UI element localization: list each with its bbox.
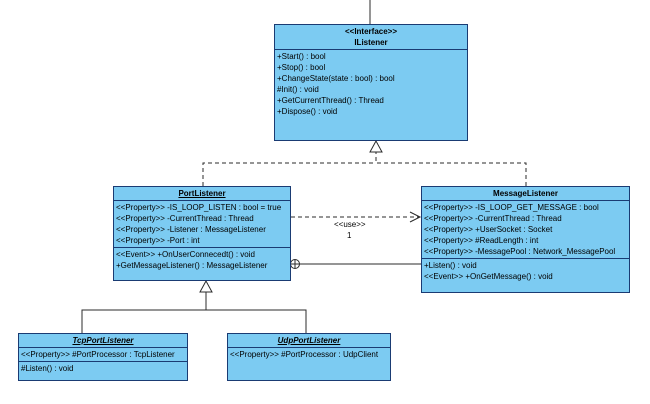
use-stereotype-label: <<use>> <box>334 220 366 229</box>
class-tcp-port-listener[interactable]: TcpPortListener <<Property>> #PortProces… <box>18 333 188 381</box>
operation-row: +Stop() : bool <box>277 63 326 72</box>
operation-row: +ChangeState(state : bool) : bool <box>277 74 395 83</box>
class-name: TcpPortListener <box>72 336 134 345</box>
attribute-row: <<Property>> #PortProcessor : TcpListene… <box>21 350 175 359</box>
operation-row: +Listen() : void <box>424 261 477 270</box>
operation-row: #Listen() : void <box>21 364 74 373</box>
class-name: MessageListener <box>493 189 558 198</box>
attributes-section: <<Property>> -IS_LOOP_GET_MESSAGE : bool… <box>422 201 629 259</box>
operation-row: <<Event>> +OnGetMessage() : void <box>424 272 553 281</box>
generalization-udp <box>206 309 307 333</box>
use-dependency-arrowhead <box>409 211 422 223</box>
attribute-row: <<Property>> -IS_LOOP_GET_MESSAGE : bool <box>424 203 599 212</box>
class-name: PortListener <box>178 189 226 198</box>
attributes-section: <<Property>> #PortProcessor : TcpListene… <box>19 348 187 362</box>
attribute-row: <<Property>> -IS_LOOP_LISTEN : bool = tr… <box>116 203 282 212</box>
realization-message-listener <box>375 152 527 186</box>
class-header: TcpPortListener <box>19 334 187 348</box>
operations-section: +Listen() : void <<Event>> +OnGetMessage… <box>422 259 629 283</box>
generalization-tcp <box>81 292 207 333</box>
class-message-listener[interactable]: MessageListener <<Property>> -IS_LOOP_GE… <box>421 186 630 293</box>
operations-section: #Listen() : void <box>19 362 187 375</box>
attribute-row: <<Property>> -Port : int <box>116 236 200 245</box>
class-stereotype: <<Interface>> <box>344 27 398 36</box>
operations-section: <<Event>> +OnUserConnecedt() : void +Get… <box>114 248 290 272</box>
class-ilistener[interactable]: <<Interface>> IListener +Start() : bool … <box>274 24 468 141</box>
attribute-row: <<Property>> -MessagePool : Network_Mess… <box>424 247 616 256</box>
attributes-section: <<Property>> #PortProcessor : UdpClient <box>228 348 390 361</box>
operation-row: +GetCurrentThread() : Thread <box>277 96 384 105</box>
attribute-row: <<Property>> -CurrentThread : Thread <box>116 214 254 223</box>
class-name: IListener <box>354 38 388 47</box>
class-header: <<Interface>> IListener <box>275 25 467 50</box>
operation-row: <<Event>> +OnUserConnecedt() : void <box>116 250 255 259</box>
class-header: MessageListener <box>422 187 629 201</box>
realization-arrowhead <box>369 139 383 153</box>
attribute-row: <<Property>> +UserSocket : Socket <box>424 225 553 234</box>
class-port-listener[interactable]: PortListener <<Property>> -IS_LOOP_LISTE… <box>113 186 291 281</box>
operation-row: +Dispose() : void <box>277 107 338 116</box>
attribute-row: <<Property>> #PortProcessor : UdpClient <box>230 350 379 359</box>
attribute-row: <<Property>> -Listener : MessageListener <box>116 225 266 234</box>
operation-row: #Init() : void <box>277 85 319 94</box>
attributes-section: <<Property>> -IS_LOOP_LISTEN : bool = tr… <box>114 201 290 248</box>
realization-port-listener <box>202 162 376 186</box>
operation-row: +GetMessageListener() : MessageListener <box>116 261 268 270</box>
attribute-row: <<Property>> #ReadLength : int <box>424 236 539 245</box>
class-header: PortListener <box>114 187 290 201</box>
operations-section: +Start() : bool +Stop() : bool +ChangeSt… <box>275 50 467 118</box>
class-name: UdpPortListener <box>277 336 341 345</box>
attribute-row: <<Property>> -CurrentThread : Thread <box>424 214 562 223</box>
class-header: UdpPortListener <box>228 334 390 348</box>
use-multiplicity-label: 1 <box>347 231 352 240</box>
operation-row: +Start() : bool <box>277 52 326 61</box>
class-udp-port-listener[interactable]: UdpPortListener <<Property>> #PortProces… <box>227 333 391 381</box>
generalization-arrowhead <box>199 279 213 293</box>
